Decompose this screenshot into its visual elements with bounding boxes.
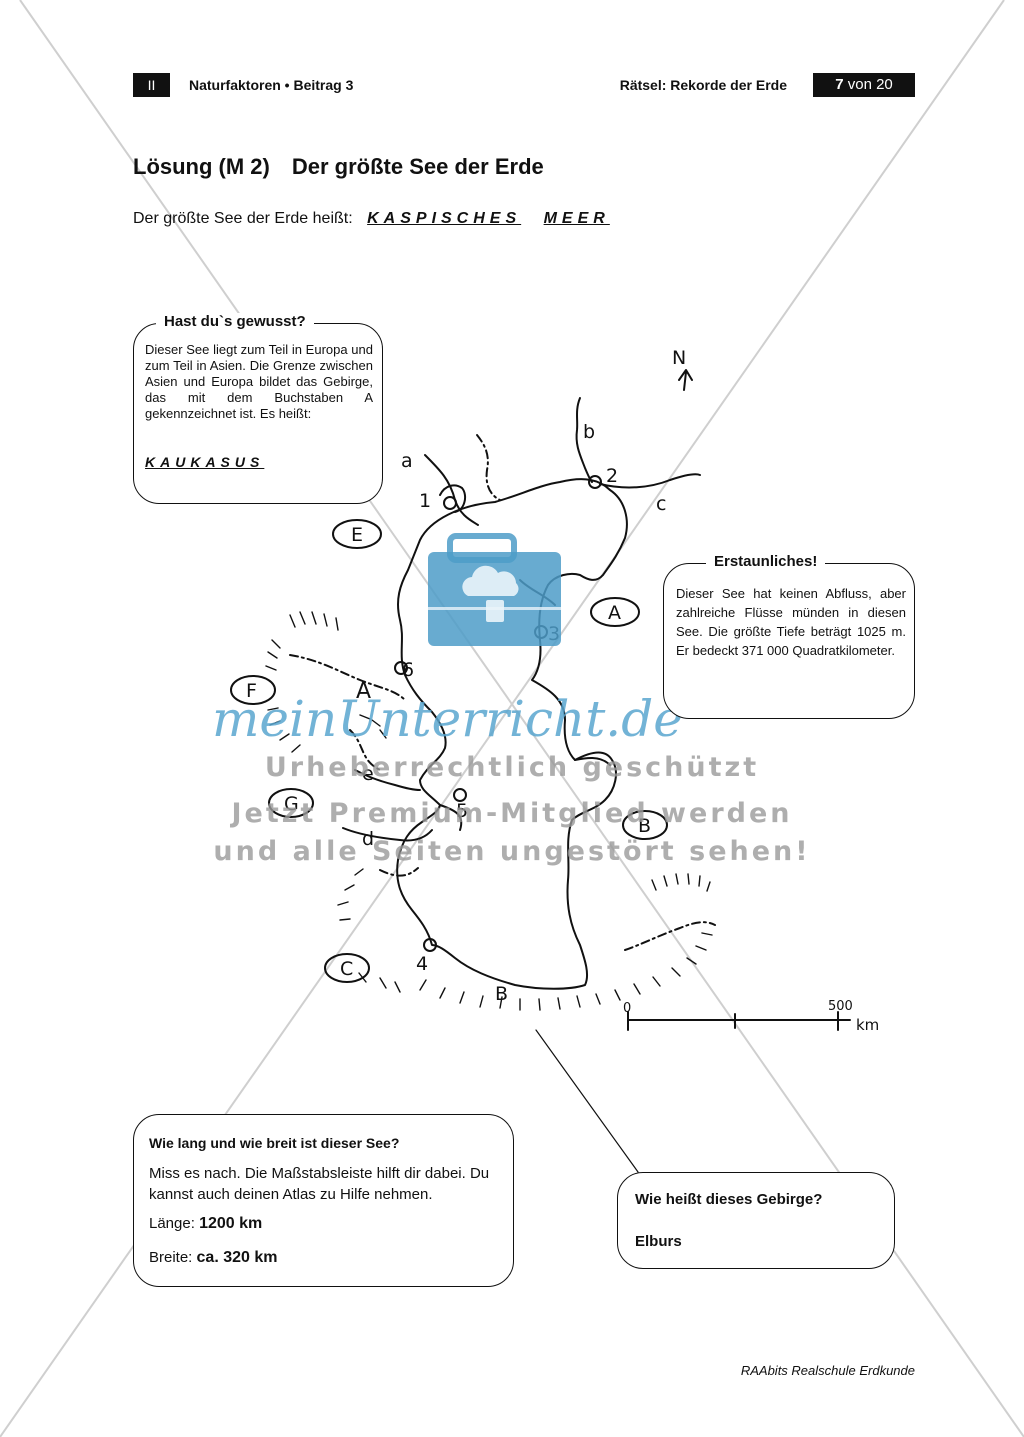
amazing-heading: Erstaunliches! <box>706 553 826 570</box>
known-text: Dieser See liegt zum Teil in Europa und … <box>145 342 373 421</box>
known-heading: Hast du`s gewusst? <box>156 313 314 330</box>
measure-question: Wie lang und wie breit ist dieser See? <box>149 1135 400 1151</box>
length-value: 1200 km <box>199 1215 263 1232</box>
watermark-line-2: Jetzt Premium-Mitglied werden <box>231 798 793 829</box>
country-label-C: C <box>340 958 353 980</box>
page-rest: von 20 <box>847 76 893 93</box>
width-row: Breite: ca. 320 km <box>149 1249 277 1267</box>
known-answer: KAUKASUS <box>145 454 265 470</box>
mountains-answer: Elburs <box>635 1233 682 1250</box>
page-title: Lösung (M 2) Der größte See der Erde <box>133 154 544 180</box>
country-label-E: E <box>351 524 363 546</box>
country-label-A: A <box>608 602 621 624</box>
river-label-a: a <box>401 450 413 472</box>
info-box-known: Hast du`s gewusst? Dieser See liegt zum … <box>133 313 383 504</box>
watermark-line-3: und alle Seiten ungestört sehen! <box>213 836 811 867</box>
river-label-c: c <box>656 493 666 515</box>
width-label: Breite: <box>149 1249 193 1266</box>
topic-label: Rätsel: Rekorde der Erde <box>619 77 787 93</box>
mountains-question: Wie heißt dieses Gebirge? <box>635 1191 823 1208</box>
length-label: Länge: <box>149 1215 195 1232</box>
scale-bar <box>627 1011 851 1031</box>
city-label-4: 4 <box>416 953 428 975</box>
title-label: Lösung (M 2) <box>133 154 270 179</box>
amazing-text: Dieser See hat keinen Abfluss, aber zahl… <box>676 586 906 658</box>
mountains-box: Wie heißt dieses Gebirge? Elburs <box>617 1172 895 1269</box>
river-b <box>575 397 593 483</box>
section-number: II <box>133 73 170 97</box>
measure-text: Miss es nach. Die Maßstabsleiste hilft d… <box>149 1165 490 1203</box>
scale-start-label: 0 <box>623 1001 631 1016</box>
answer-word-2: MEER <box>543 210 610 227</box>
city-label-2: 2 <box>606 465 618 487</box>
watermark-line-1: Urheberrechtlich geschützt <box>264 752 760 783</box>
river-c <box>599 473 701 489</box>
scale-end-label: 500 <box>828 999 853 1014</box>
footer-publisher: RAAbits Realschule Erdkunde <box>740 1363 915 1378</box>
city-label-6: 6 <box>402 659 414 681</box>
mountain-label-B: B <box>495 983 508 1005</box>
river-label-b: b <box>583 421 595 443</box>
watermark-logo: meinUnterricht.de <box>212 690 683 748</box>
header-bar: II Naturfaktoren • Beitrag 3 Rätsel: Rek… <box>133 73 915 97</box>
city-label-3: 3 <box>548 623 560 645</box>
page-indicator: 7 von 20 <box>813 73 915 97</box>
title-subtitle: Der größte See der Erde <box>291 154 544 179</box>
north-arrow <box>678 369 693 391</box>
answer-question: Der größte See der Erde heißt: <box>133 210 353 227</box>
scale-unit-label: km <box>856 1016 879 1034</box>
width-value: ca. 320 km <box>196 1249 278 1266</box>
series-label: Naturfaktoren • Beitrag 3 <box>189 77 354 93</box>
page-current: 7 <box>835 76 844 93</box>
answer-word-1: KASPISCHES <box>367 210 522 227</box>
length-row: Länge: 1200 km <box>149 1215 262 1233</box>
measure-box: Wie lang und wie breit ist dieser See? M… <box>133 1114 514 1287</box>
city-label-1: 1 <box>419 490 431 512</box>
info-box-amazing: Erstaunliches! Dieser See hat keinen Abf… <box>663 553 915 719</box>
answer-line: Der größte See der Erde heißt: KASPISCHE… <box>133 210 610 228</box>
river-a <box>424 454 479 526</box>
north-label: N <box>672 347 686 369</box>
